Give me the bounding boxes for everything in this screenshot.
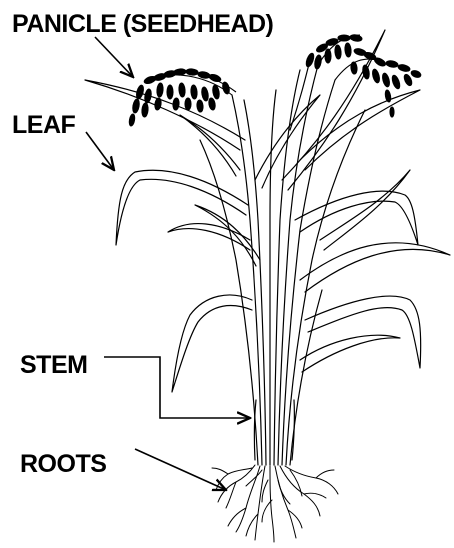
panicle-pointer <box>95 37 133 77</box>
leaf-label: LEAF <box>12 113 75 138</box>
stem-label: STEM <box>20 353 87 378</box>
roots-pointer <box>135 449 226 490</box>
panicle-label: PANICLE (SEEDHEAD) <box>12 12 273 37</box>
root-system <box>212 465 338 542</box>
stem-pointer <box>104 357 250 418</box>
roots-label: ROOTS <box>20 452 106 477</box>
leaf-pointer <box>86 132 114 170</box>
stem-cluster <box>200 65 365 465</box>
